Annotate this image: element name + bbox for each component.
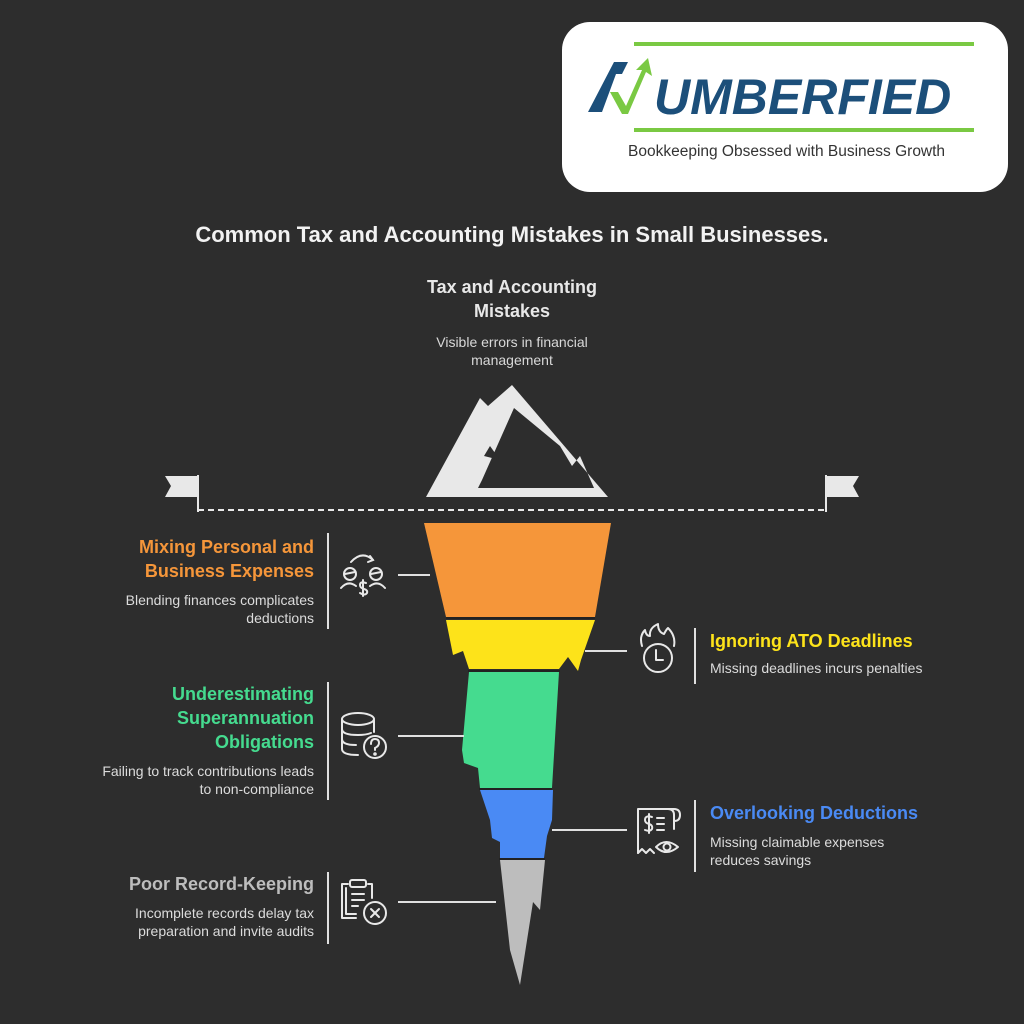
connector-line [398, 735, 464, 737]
item-desc-line: Incomplete records delay tax [135, 905, 314, 921]
clipboard-x-icon [341, 879, 387, 925]
item-title-line: Obligations [215, 732, 314, 752]
flag-icon [825, 475, 859, 512]
separator [694, 628, 696, 684]
item-title-line: Ignoring ATO Deadlines [710, 631, 913, 651]
page-title: Common Tax and Accounting Mistakes in Sm… [195, 222, 829, 247]
separator [327, 682, 329, 800]
mountain-icon [426, 385, 608, 497]
item-desc-line: to non-compliance [199, 781, 314, 797]
item-poor-record-keeping: Poor Record-Keeping Incomplete records d… [80, 872, 314, 940]
flag-icon [165, 475, 199, 512]
separator [327, 533, 329, 629]
tip-title-line: Tax and Accounting [426, 277, 597, 297]
tip-desc-line: Visible errors in financial [436, 334, 588, 350]
clock-fire-icon [640, 623, 676, 673]
tip-title-line: Mistakes [473, 301, 551, 321]
item-title: Mixing Personal and Business Expenses [80, 535, 314, 583]
item-title: Ignoring ATO Deadlines [710, 629, 1010, 653]
iceberg-layer-4 [480, 790, 553, 858]
connector-line [398, 901, 496, 903]
item-title-line: Business Expenses [144, 561, 314, 581]
item-desc-line: deductions [246, 610, 314, 626]
connector-line [552, 829, 627, 831]
item-desc-line: preparation and invite audits [138, 923, 314, 939]
logo-wordmark: UMBERFIED [654, 69, 952, 125]
tip-description: Visible errors in financial management [412, 333, 612, 369]
logo-card: UMBERFIED Bookkeeping Obsessed with Busi… [562, 22, 1008, 192]
connector-line [398, 574, 430, 576]
iceberg-layer-2 [446, 620, 595, 671]
connector-line [585, 650, 627, 652]
item-title-line: Superannuation [176, 708, 314, 728]
logo-bottom-rule [634, 128, 974, 132]
item-title: Underestimating Superannuation Obligatio… [60, 682, 314, 754]
iceberg-diagram [424, 523, 611, 985]
item-title: Poor Record-Keeping [80, 872, 314, 896]
iceberg-layer-1 [424, 523, 611, 617]
logo-tagline: Bookkeeping Obsessed with Business Growt… [628, 143, 946, 160]
iceberg-layer-5 [500, 860, 545, 985]
database-question-icon [341, 712, 387, 759]
item-mixing-expenses: Mixing Personal and Business Expenses Bl… [80, 535, 314, 627]
item-overlooking-deductions: Overlooking Deductions Missing claimable… [710, 801, 1010, 869]
separator [694, 800, 696, 872]
item-description: Incomplete records delay tax preparation… [80, 904, 314, 940]
item-desc-line: reduces savings [710, 852, 812, 868]
item-desc-line: Missing deadlines incurs penalties [710, 660, 923, 676]
iceberg-layer-3 [462, 672, 559, 788]
item-description: Missing claimable expenses reduces savin… [710, 833, 1010, 869]
item-superannuation: Underestimating Superannuation Obligatio… [60, 682, 314, 798]
item-title-line: Poor Record-Keeping [128, 874, 314, 894]
item-title: Overlooking Deductions [710, 801, 1010, 825]
item-desc-line: Blending finances complicates [125, 592, 314, 608]
item-title-line: Underestimating [171, 684, 314, 704]
item-title-line: Mixing Personal and [138, 537, 314, 557]
item-desc-line: Missing claimable expenses [710, 834, 885, 850]
receipt-eye-icon [637, 808, 681, 854]
tip-title: Tax and Accounting Mistakes [412, 275, 612, 323]
item-description: Failing to track contributions leads to … [60, 762, 314, 798]
people-exchange-money-icon [340, 554, 386, 597]
logo-n-arrow-icon [588, 58, 652, 114]
waterline [165, 475, 859, 512]
item-desc-line: Failing to track contributions leads [102, 763, 314, 779]
item-title-line: Overlooking Deductions [710, 803, 919, 823]
tip-desc-line: management [471, 352, 553, 368]
logo-top-rule [634, 42, 974, 46]
item-description: Blending finances complicates deductions [80, 591, 314, 627]
item-description: Missing deadlines incurs penalties [710, 659, 1010, 677]
separator [327, 872, 329, 944]
item-ignoring-ato-deadlines: Ignoring ATO Deadlines Missing deadlines… [710, 629, 1010, 677]
